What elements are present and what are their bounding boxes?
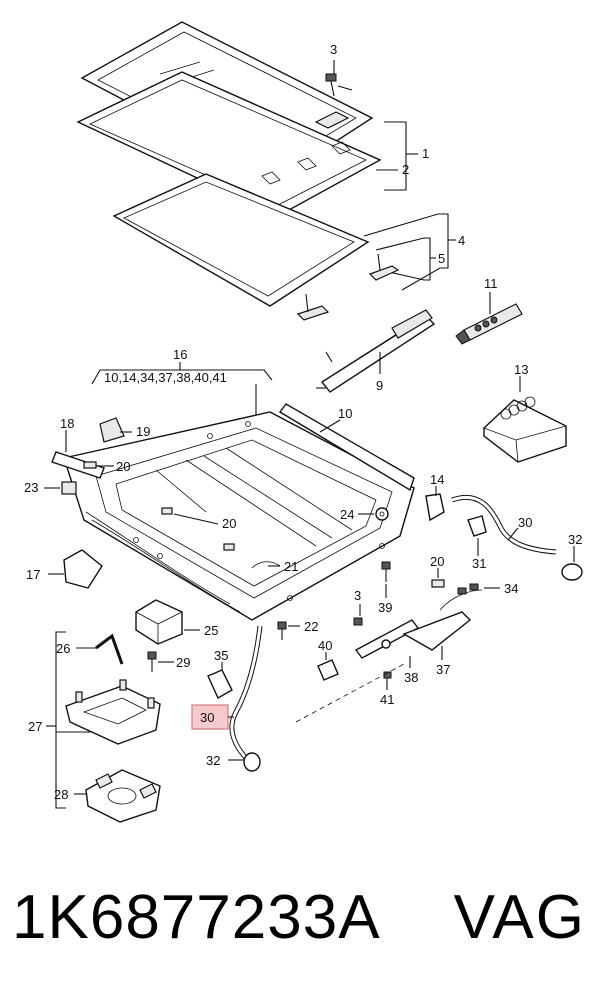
plate-part-37: [402, 611, 472, 651]
screw-part-22: [277, 621, 287, 640]
callout-32-right: 32: [568, 532, 582, 547]
lever-part-38: [354, 619, 420, 659]
callout-20-right: 20: [430, 554, 444, 569]
callout-14: 14: [430, 472, 444, 487]
callout-11: 11: [484, 276, 498, 291]
deflector-part-17: [63, 549, 103, 589]
callout-37: 37: [436, 662, 450, 677]
callout-34: 34: [504, 581, 518, 596]
pad-part-19: [99, 417, 125, 443]
callout-9: 9: [376, 378, 383, 393]
callout-27: 27: [28, 719, 42, 734]
callout-18: 18: [60, 416, 74, 431]
callout-1: 1: [422, 146, 429, 161]
cover-part-40: [317, 659, 339, 681]
callout-30-left: 30: [200, 710, 214, 725]
sunroof-main-frame: [63, 403, 415, 621]
screw-part-3-top: [325, 73, 337, 97]
guide-rail-part-9: [316, 309, 436, 393]
callout-39: 39: [378, 600, 392, 615]
callout-3-bottom: 3: [354, 588, 361, 603]
washer-part-24: [375, 507, 389, 521]
callout-10: 10: [338, 406, 352, 421]
hex-key-part-26: [95, 633, 124, 665]
clip-part-20-left: [83, 461, 97, 469]
callout-30-right: 30: [518, 515, 532, 530]
holder-part-35: [207, 669, 233, 699]
sunroof-exploded-diagram: 3 1 2 4 5 11 9: [24, 21, 583, 823]
callout-4: 4: [458, 233, 465, 248]
callout-24: 24: [340, 507, 354, 522]
clip-part-20-right: [431, 579, 445, 588]
clip-part-20-mid: [161, 507, 173, 515]
seal-frame-lower: [112, 173, 370, 307]
callout-13: 13: [514, 362, 528, 377]
motor-part-25: [135, 599, 183, 645]
callout-31: 31: [472, 556, 486, 571]
callout-22: 22: [304, 619, 318, 634]
drain-tube-part-18: [51, 451, 105, 479]
screw-part-29: [147, 651, 157, 672]
callout-5: 5: [438, 251, 445, 266]
repair-kit-box-part-13: [483, 396, 567, 463]
callout-17: 17: [26, 567, 40, 582]
callout-41: 41: [380, 692, 394, 707]
callout-25: 25: [204, 623, 218, 638]
callout-16-list: 10,14,34,37,38,40,41: [104, 370, 227, 385]
callout-29: 29: [176, 655, 190, 670]
callout-40: 40: [318, 638, 332, 653]
callout-28: 28: [54, 787, 68, 802]
footer: 1K6877233A VAG: [0, 868, 600, 978]
dashed-guide: [295, 663, 405, 723]
callout-16: 16: [173, 347, 187, 362]
bracket-part-28: [85, 769, 161, 823]
callout-21: 21: [284, 559, 298, 574]
callout-2: 2: [402, 162, 409, 177]
callout-35: 35: [214, 648, 228, 663]
drain-hose-right: [451, 494, 583, 581]
callout-32-left: 32: [206, 753, 220, 768]
callout-38: 38: [404, 670, 418, 685]
drain-hose-left: [229, 625, 263, 772]
callout-26: 26: [56, 641, 70, 656]
washer-hole: [379, 511, 385, 517]
callout-20-mid: 20: [222, 516, 236, 531]
mount-plate-part-27: [65, 679, 161, 745]
seal-part-21: [251, 561, 281, 569]
callout-20-left: 20: [116, 459, 130, 474]
cable-part-34: [439, 583, 483, 611]
clip-part-20-mid2: [223, 543, 235, 551]
pad-part-23: [61, 481, 77, 495]
connector-part-14: [425, 493, 445, 522]
clip-part-5: [296, 253, 400, 321]
callout-3-top: 3: [330, 42, 337, 57]
screw-part-39: [381, 561, 391, 582]
callout-19: 19: [136, 424, 150, 439]
screw-part-3-bottom: [353, 617, 363, 626]
part-number: 1K6877233A: [12, 883, 381, 952]
screw-part-41: [383, 671, 392, 690]
callout-23: 23: [24, 480, 38, 495]
brand-label: VAG: [453, 883, 586, 952]
grease-tube-part-11: [455, 303, 523, 345]
